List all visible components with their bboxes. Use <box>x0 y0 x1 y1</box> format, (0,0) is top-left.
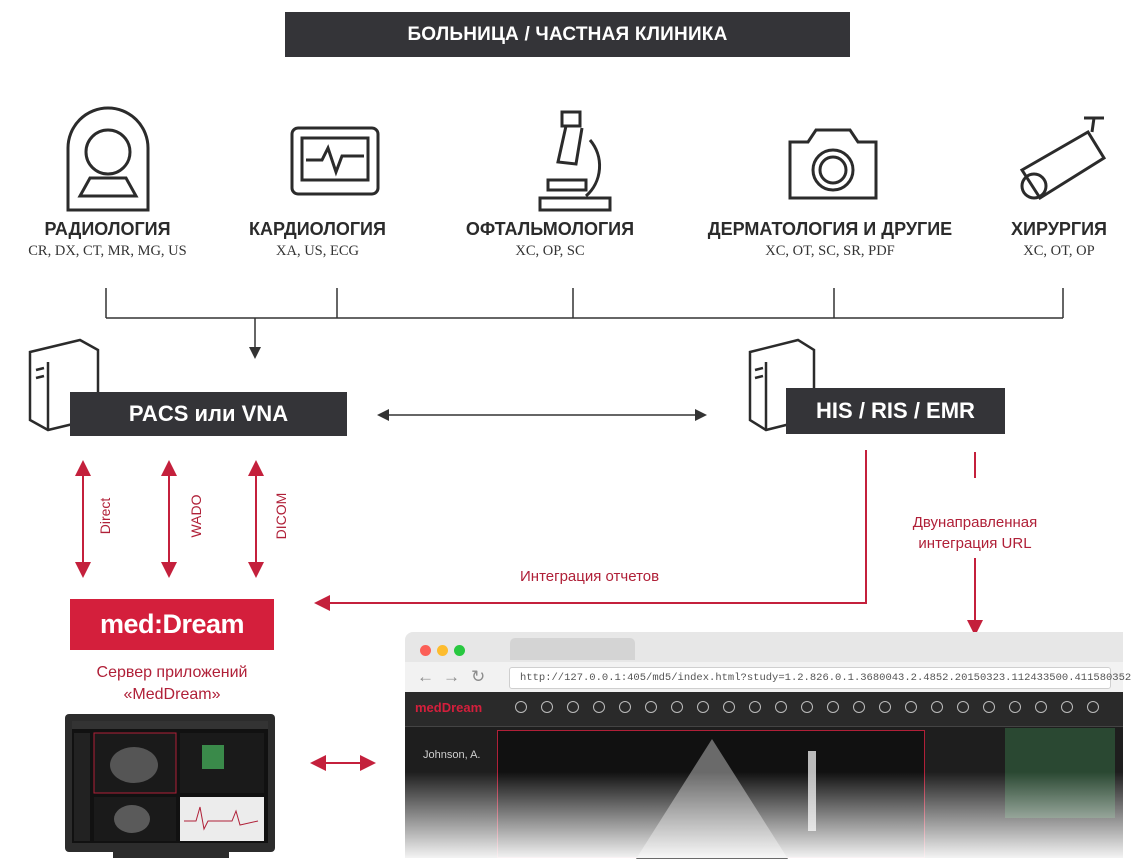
toolbar-tool-icon[interactable] <box>619 701 631 713</box>
department-icons <box>66 106 1107 212</box>
department-surgery: ХИРУРГИЯ XC, OT, OP <box>1000 219 1118 260</box>
toolbar-tool-icon[interactable] <box>983 701 995 713</box>
close-dot-icon[interactable] <box>420 645 431 656</box>
toolbar-tool-icon[interactable] <box>1087 701 1099 713</box>
department-modalities: XC, OP, SC <box>515 243 585 259</box>
department-dermatology: ДЕРМАТОЛОГИЯ И ДРУГИЕ XC, OT, SC, SR, PD… <box>680 219 980 260</box>
report-integration-label: Интеграция отчетов <box>520 568 660 585</box>
toolbar-tool-icon[interactable] <box>801 701 813 713</box>
minimize-dot-icon[interactable] <box>437 645 448 656</box>
forward-arrow-icon[interactable]: → <box>443 667 460 686</box>
protocol-dicom: DICOM <box>273 492 289 540</box>
department-ophthalmology: ОФТАЛЬМОЛОГИЯ XC, OP, SC <box>440 219 660 260</box>
toolbar-tool-icon[interactable] <box>1035 701 1047 713</box>
server-caption-line-1: Сервер приложений <box>96 664 248 681</box>
camera-icon <box>788 128 878 200</box>
department-name: ДЕРМАТОЛОГИЯ И ДРУГИЕ <box>707 219 953 239</box>
server-caption: Сервер приложений «MedDream» <box>60 662 284 706</box>
department-name: КАРДИОЛОГИЯ <box>249 219 386 239</box>
department-modalities: CR, DX, CT, MR, MG, US <box>28 243 187 259</box>
department-modalities: XC, OT, SC, SR, PDF <box>765 243 895 259</box>
video-camera-icon <box>1019 116 1107 201</box>
department-name: ХИРУРГИЯ <box>1011 219 1107 239</box>
department-modalities: XA, US, ECG <box>276 243 359 259</box>
protocol-wado: WADO <box>188 494 204 538</box>
toolbar-tool-icon[interactable] <box>879 701 891 713</box>
microscope-icon <box>538 110 612 212</box>
meddream-logo: med:Dream <box>70 599 274 650</box>
toolbar-tool-icon[interactable] <box>515 701 527 713</box>
toolbar-tool-icon[interactable] <box>749 701 761 713</box>
url-integration-line-1: Двунаправленная <box>912 514 1038 531</box>
url-integration-line-2: интеграция URL <box>918 535 1032 552</box>
toolbar-tool-icon[interactable] <box>567 701 579 713</box>
browser-tab[interactable] <box>510 638 635 660</box>
toolbar-tool-icon[interactable] <box>905 701 917 713</box>
toolbar-tool-icon[interactable] <box>723 701 735 713</box>
toolbar-tool-icon[interactable] <box>645 701 657 713</box>
toolbar-tool-icon[interactable] <box>957 701 969 713</box>
his-ris-emr-label: HIS / RIS / EMR <box>786 388 1005 434</box>
monitor-screen <box>72 721 268 843</box>
department-name: ОФТАЛЬМОЛОГИЯ <box>465 219 635 239</box>
ct-scanner-icon <box>66 106 150 212</box>
monitor-stand <box>113 852 229 858</box>
address-bar[interactable]: http://127.0.0.1:405/md5/index.html?stud… <box>509 667 1131 689</box>
toolbar-tool-icon[interactable] <box>1009 701 1021 713</box>
department-cardiology: КАРДИОЛОГИЯ XA, US, ECG <box>225 219 410 260</box>
toolbar-tool-icon[interactable] <box>775 701 787 713</box>
department-name: РАДИОЛОГИЯ <box>44 219 171 239</box>
patient-name[interactable]: Johnson, A. <box>423 749 481 761</box>
toolbar-tool-icon[interactable] <box>671 701 683 713</box>
toolbar-tool-icon[interactable] <box>853 701 865 713</box>
maximize-dot-icon[interactable] <box>454 645 465 656</box>
monitor-screen-content <box>72 721 268 841</box>
server-caption-line-2: «MedDream» <box>123 686 221 703</box>
back-arrow-icon[interactable]: ← <box>417 667 434 686</box>
url-integration-label: Двунаправленная интеграция URL <box>880 512 1070 554</box>
department-radiology: РАДИОЛОГИЯ CR, DX, CT, MR, MG, US <box>5 219 210 260</box>
toolbar-tool-icon[interactable] <box>593 701 605 713</box>
department-modalities: XC, OT, OP <box>1023 243 1095 259</box>
protocol-direct: Direct <box>97 497 113 535</box>
ecg-monitor-icon <box>290 126 380 196</box>
toolbar-tool-icon[interactable] <box>697 701 709 713</box>
toolbar-tool-icon[interactable] <box>1061 701 1073 713</box>
browser-window: ← → ↻ http://127.0.0.1:405/md5/index.htm… <box>405 632 1131 859</box>
pacs-vna-label: PACS или VNA <box>70 392 347 436</box>
toolbar-tool-icon[interactable] <box>827 701 839 713</box>
hospital-banner: БОЛЬНИЦА / ЧАСТНАЯ КЛИНИКА <box>285 12 850 57</box>
bottom-fade <box>405 772 1123 858</box>
toolbar-tool-icon[interactable] <box>541 701 553 713</box>
reload-icon[interactable]: ↻ <box>471 667 486 686</box>
viewer-logo: medDream <box>415 700 483 715</box>
toolbar-tool-icon[interactable] <box>931 701 943 713</box>
